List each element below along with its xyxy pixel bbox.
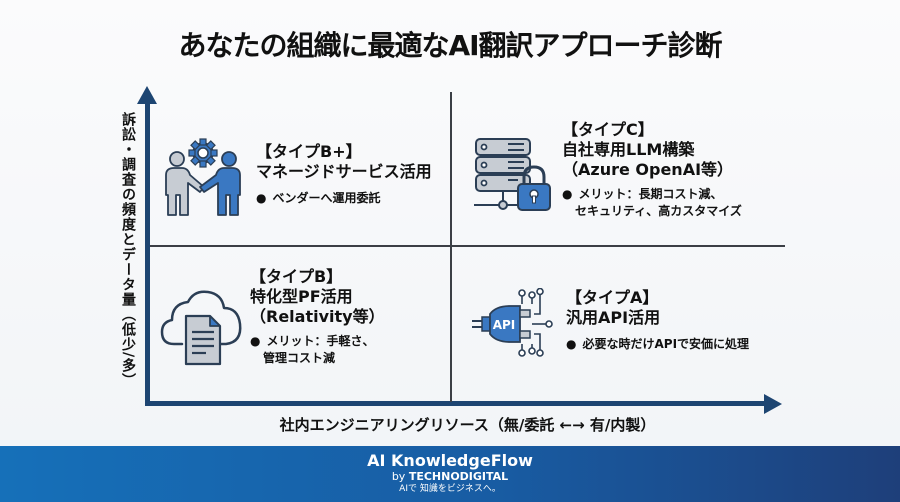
bullet-icon: ●: [256, 191, 267, 205]
page-title: あなたの組織に最適なAI翻訳アプローチ診断: [178, 29, 722, 62]
footer-company: by TECHNODIGITAL: [391, 470, 509, 483]
y-axis-label: 訴訟・調査の頻度とデータ量（低少/多）: [120, 112, 136, 389]
footer-banner: AI KnowledgeFlow by TECHNODIGITAL AIで 知識…: [0, 446, 900, 502]
quadrant-benefit: ●メリット：長期コスト減、 セキュリティ、高カスタマイズ: [562, 187, 742, 218]
vertical-divider: [450, 92, 452, 402]
quadrant-approach-name: 特化型PF活用: [250, 287, 353, 306]
server-lock-icon: [470, 135, 556, 221]
footer-tagline: AIで 知識をビジネスへ。: [399, 484, 501, 494]
horizontal-divider: [150, 245, 785, 247]
quadrant-type-label: 【タイプB】: [250, 267, 343, 286]
quadrant-type-c: 【タイプC】 自社専用LLM構築 （Azure OpenAI等） ●メリット：長…: [470, 115, 790, 240]
quadrant-type-label: 【タイプA】: [566, 288, 659, 307]
quadrant-benefit: ●ベンダーへ運用委託: [256, 191, 381, 205]
quadrant-benefit: ●必要な時だけAPIで安価に処理: [566, 337, 750, 351]
y-axis: [145, 100, 150, 406]
svg-text:API: API: [493, 318, 516, 332]
bullet-icon: ●: [566, 337, 577, 351]
quadrant-type-label: 【タイプB+】: [256, 142, 362, 161]
y-axis-arrowhead-icon: [137, 86, 157, 104]
x-axis-arrowhead-icon: [764, 394, 782, 414]
quadrant-type-b: 【タイプB】 特化型PF活用 （Relativity等） ●メリット：手軽さ、 …: [160, 262, 450, 397]
cloud-document-icon: [160, 282, 246, 368]
bullet-icon: ●: [250, 334, 261, 348]
x-axis-label: 社内エンジニアリングリソース（無/委託 ←→ 有/内製）: [279, 416, 656, 434]
quadrant-approach-name: 汎用API活用: [566, 308, 661, 327]
quadrant-approach-example: （Azure OpenAI等）: [562, 160, 734, 179]
bullet-icon: ●: [562, 187, 573, 201]
quadrant-benefit: ●メリット：手軽さ、 管理コスト減: [250, 334, 375, 365]
quadrant-approach-name: マネージドサービス活用: [256, 162, 432, 181]
quadrant-type-b-plus: 【タイプB+】 マネージドサービス活用 ●ベンダーへ運用委託: [160, 130, 450, 240]
quadrant-type-a: API 【タイプA】 汎用API活用 ●必要な時だけAPIで安価に処理: [470, 278, 790, 388]
quadrant-type-label: 【タイプC】: [562, 120, 654, 139]
footer-brand: AI KnowledgeFlow: [367, 451, 533, 470]
quadrant-approach-example: （Relativity等）: [250, 307, 385, 326]
quadrant-approach-name: 自社専用LLM構築: [562, 140, 695, 159]
handshake-gear-icon: [160, 135, 246, 221]
x-axis: [145, 401, 767, 406]
api-plug-icon: API: [470, 287, 560, 358]
